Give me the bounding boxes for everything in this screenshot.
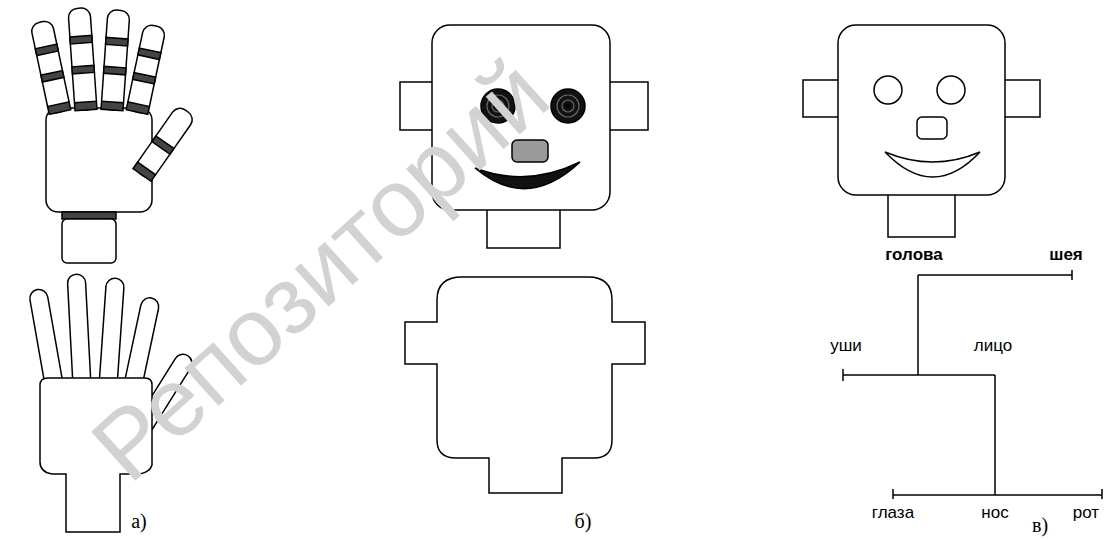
panel-label: а) — [131, 510, 147, 533]
panel-label: б) — [575, 510, 592, 533]
part-name: нос — [981, 503, 1008, 523]
part-name: рот — [1073, 503, 1099, 523]
robot-body — [405, 277, 645, 493]
simple-head — [803, 25, 1040, 237]
tree-lines — [843, 270, 1102, 499]
part-name: глаза — [872, 503, 914, 523]
panel-label: в) — [1032, 514, 1048, 537]
part-name: лицо — [974, 336, 1012, 356]
part-name: голова — [885, 245, 942, 265]
part-name: шея — [1049, 245, 1083, 265]
robot-hand — [30, 7, 196, 263]
part-name: уши — [830, 336, 862, 356]
